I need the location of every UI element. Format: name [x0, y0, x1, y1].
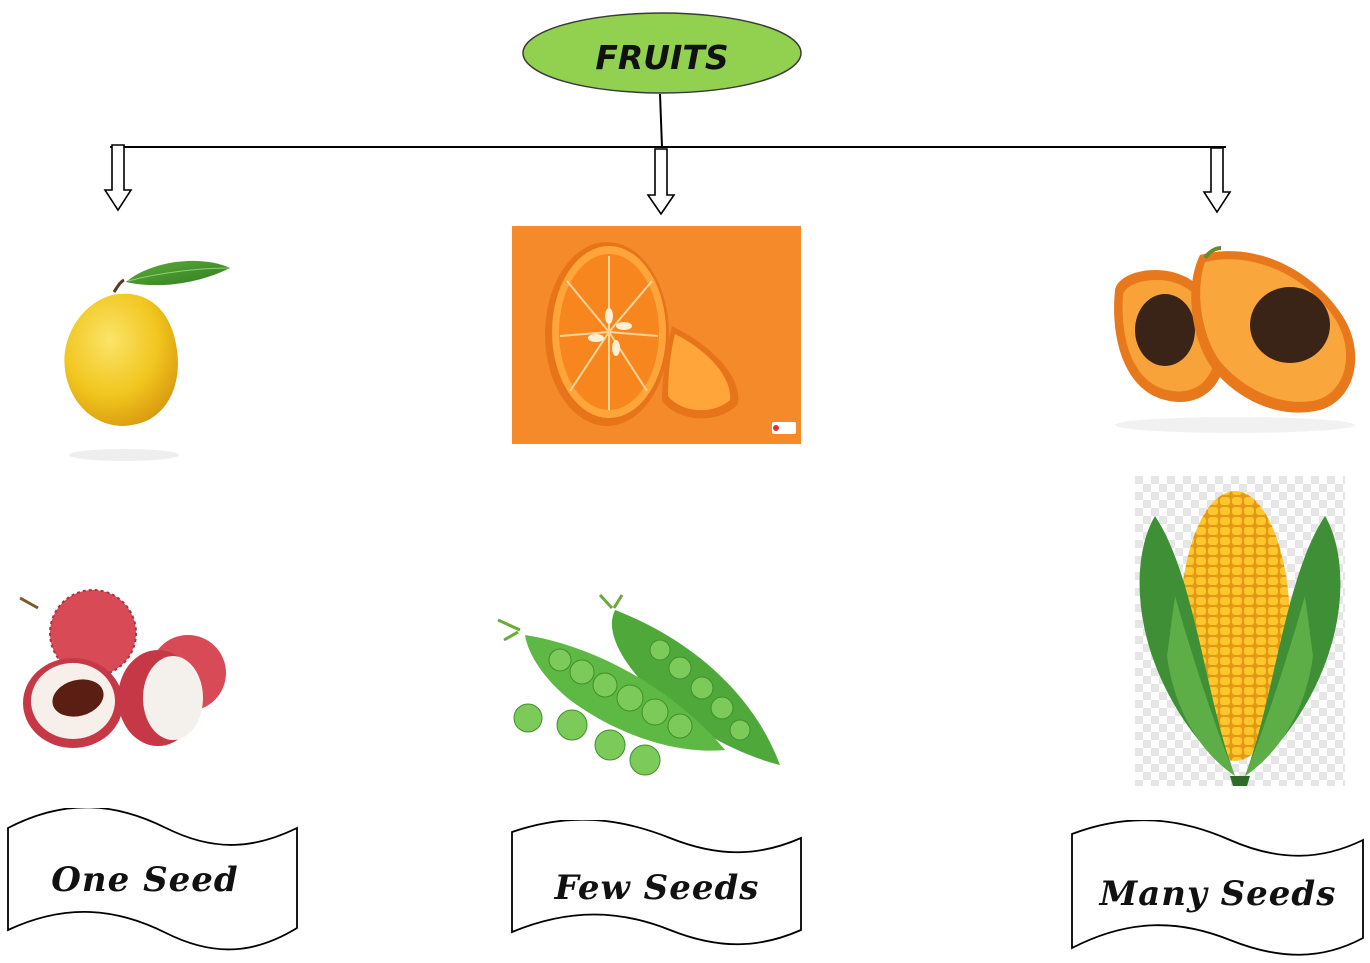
banner-few-seeds: Few Seeds — [510, 820, 804, 950]
banner-many-seeds-label: Many Seeds — [1070, 874, 1366, 914]
lychee-image — [18, 588, 228, 758]
arrow-one-seed — [105, 145, 131, 210]
arrow-few-seeds — [648, 149, 674, 214]
orange-image — [512, 226, 801, 444]
root-label: FRUITS — [595, 38, 728, 77]
banner-one-seed: One Seed — [6, 808, 300, 953]
banner-few-seeds-label: Few Seeds — [510, 868, 804, 908]
root-node: FRUITS — [522, 12, 802, 94]
pea-pod-image — [490, 590, 790, 780]
arrow-many-seeds — [1204, 148, 1230, 212]
mango-image — [52, 250, 242, 475]
banner-many-seeds: Many Seeds — [1070, 820, 1366, 960]
corn-image — [1135, 476, 1345, 786]
banner-one-seed-label: One Seed — [0, 860, 292, 900]
papaya-image — [1105, 240, 1367, 440]
